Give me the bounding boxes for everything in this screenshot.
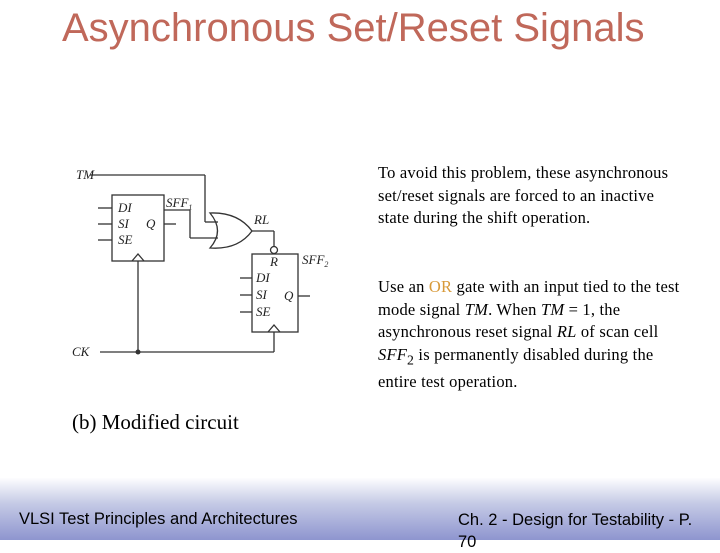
figure-caption: (b) Modified circuit: [72, 410, 239, 434]
ck-label: CK: [72, 344, 91, 359]
rl-label: RL: [253, 212, 269, 227]
sff1-label: SFF1: [166, 195, 192, 212]
reset-r-label: R: [269, 254, 278, 269]
sff2-label: SFF2: [302, 252, 328, 269]
or-highlight: OR: [428, 277, 453, 296]
paragraph-1: To avoid this problem, these asynchronou…: [378, 163, 669, 227]
ff1-q-label: Q: [146, 216, 156, 231]
junction-dot: [135, 349, 141, 355]
ff2-di-label: DI: [255, 270, 270, 285]
tm-label: TM: [76, 167, 95, 182]
paragraph-2: Use an OR gate with an input tied to the…: [378, 277, 680, 392]
ff2-q-label: Q: [284, 288, 294, 303]
ff1-si-label: SI: [118, 216, 130, 231]
modified-circuit-diagram: TM CK DI SI SE Q SFF1 RL R SFF2 DI SI SE…: [72, 167, 328, 359]
ff1-se-label: SE: [118, 232, 133, 247]
ff2-se-label: SE: [256, 304, 271, 319]
footer-chapter: Ch. 2 - Design for Testability - P. 70: [458, 511, 693, 551]
ff1-di-label: DI: [117, 200, 132, 215]
slide-title: Asynchronous Set/Reset Signals: [62, 6, 645, 50]
footer-book-title: VLSI Test Principles and Architectures: [19, 510, 298, 528]
ff2-si-label: SI: [256, 287, 268, 302]
footer-bar: [0, 478, 720, 540]
